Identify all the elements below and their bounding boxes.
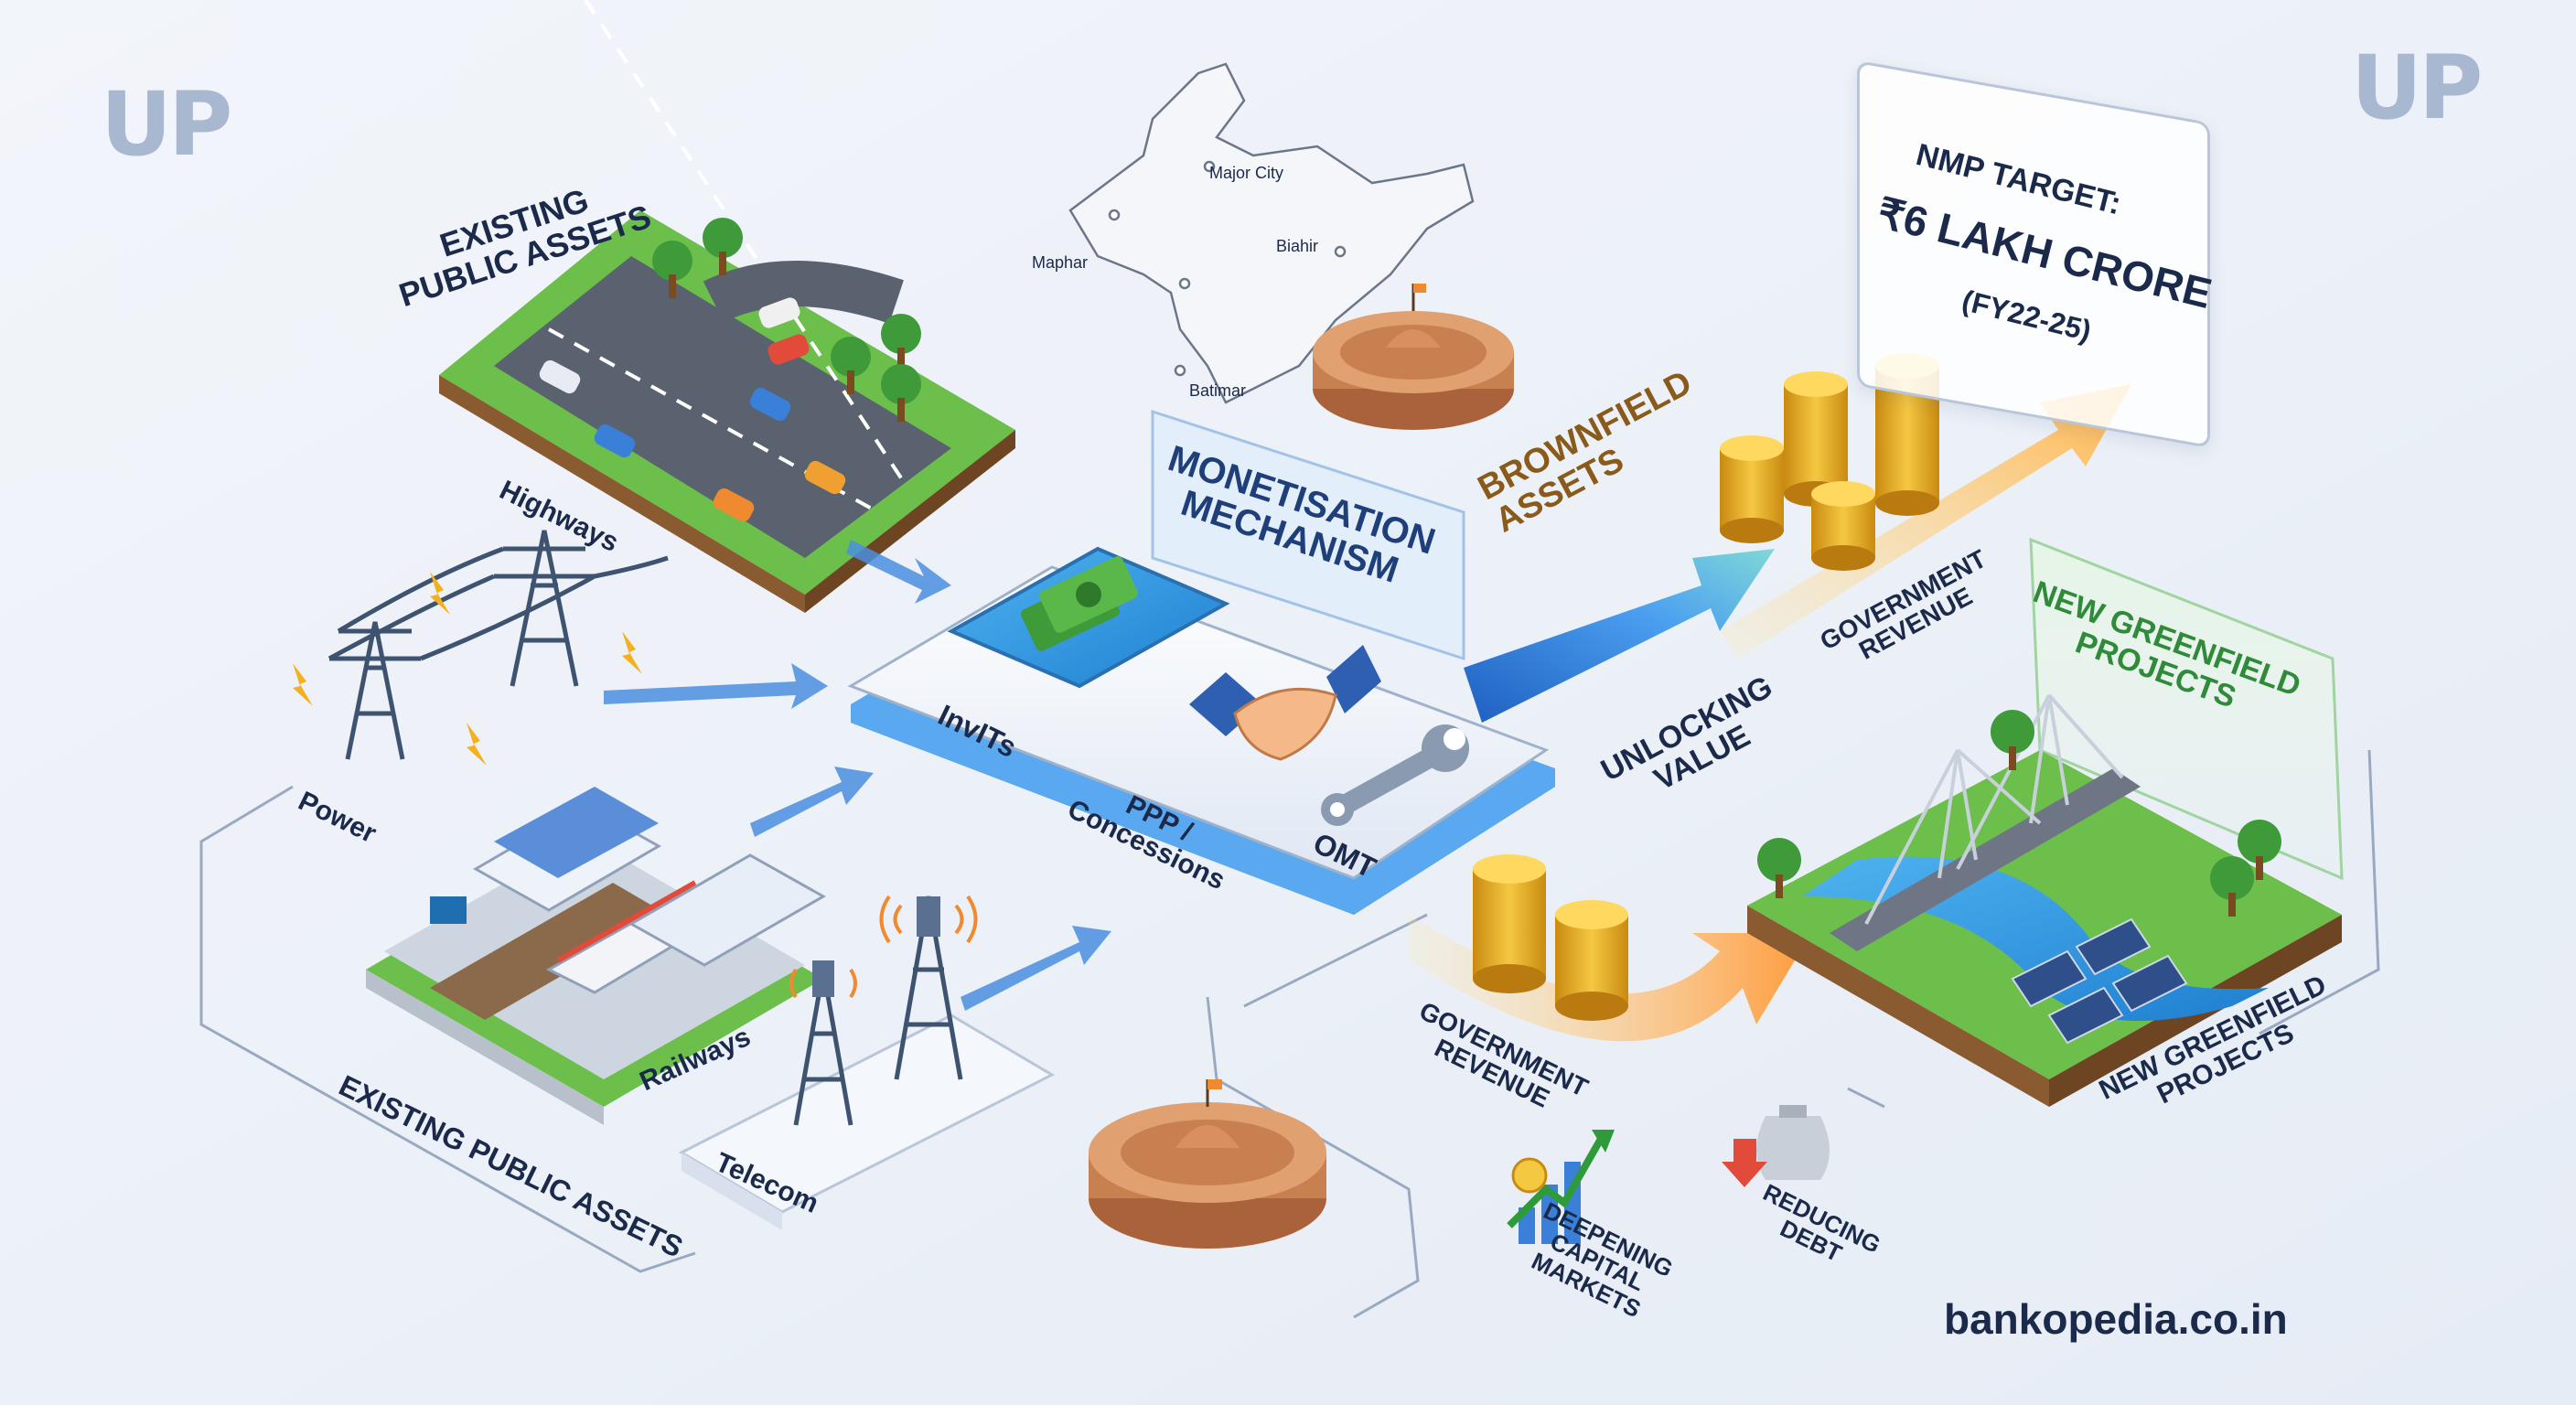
telecom-block (678, 895, 1056, 1230)
mechanism-label-panel (1151, 409, 1465, 661)
gold-arrow-bottom (1409, 915, 1811, 1042)
reducing-debt-icon (1722, 1105, 1830, 1187)
up-logo-right: UP (2351, 37, 2483, 139)
map-city-1: Major City (1209, 164, 1284, 182)
parliament-icon-top (1313, 284, 1514, 430)
handshake-icon (1189, 645, 1381, 761)
coins-bottom (1473, 854, 1628, 1021)
brand-url: bankopedia.co.in (1944, 1295, 2288, 1343)
parliament-icon-bottom (1089, 1079, 1326, 1249)
wrench-icon (1321, 724, 1469, 826)
up-logo-left: UP (101, 73, 232, 176)
inflow-arrows (604, 540, 1111, 1011)
unlocking-value-arrow (1464, 549, 1775, 723)
highways-block (439, 0, 1015, 613)
lightning-icons (293, 572, 642, 766)
railways-block (366, 787, 827, 1125)
greenfield-label-panel (2029, 537, 2344, 881)
gold-arrow-top (1720, 384, 2131, 659)
map-city-2: Maphar (1032, 253, 1089, 272)
map-city-4: Batimar (1189, 381, 1247, 400)
capital-markets-icon (1507, 1130, 1615, 1244)
power-towers (327, 530, 669, 760)
map-city-3: Biahir (1276, 237, 1319, 255)
greenfield-block (1747, 693, 2342, 1107)
